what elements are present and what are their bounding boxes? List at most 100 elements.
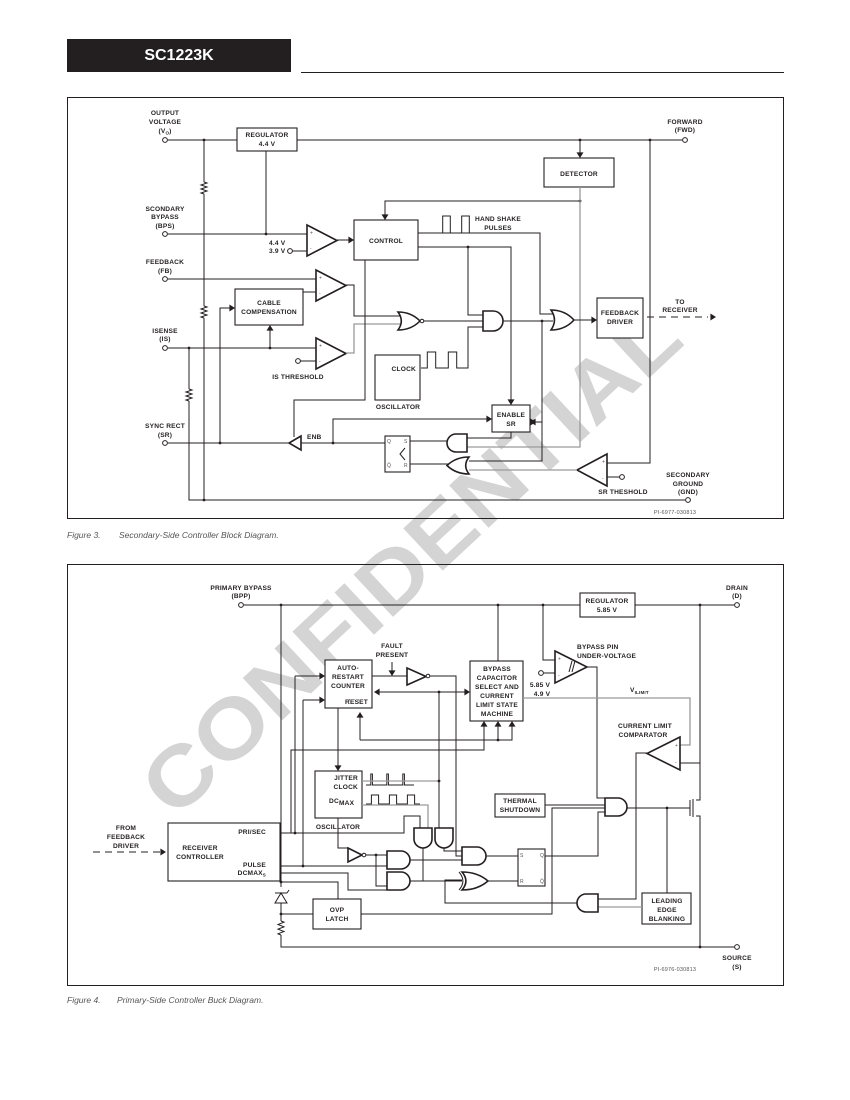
arrowhead-icon — [388, 670, 396, 676]
and-gate-icon — [386, 871, 411, 891]
inverter-icon — [406, 666, 428, 687]
minus-sign: - — [319, 359, 321, 365]
pin-terminal-icon — [619, 474, 625, 480]
minus-sign: - — [319, 291, 321, 297]
arrowhead-icon — [374, 688, 380, 696]
wire — [384, 200, 580, 220]
arrowhead-icon — [507, 399, 515, 405]
wire — [444, 879, 577, 904]
label-sync-rect: SYNC RECT — [145, 423, 185, 430]
resistor-icon — [199, 305, 209, 319]
label-primary-bypass: PRIMARY BYPASS — [210, 585, 272, 592]
arrowhead-icon — [356, 712, 364, 718]
part-id: PI-6977-030813 — [654, 510, 696, 516]
jitter-label: CLOCK — [334, 784, 358, 791]
pin-terminal-icon — [734, 602, 740, 608]
label-bypass: SCONDARY — [145, 206, 184, 213]
arrowhead-icon — [160, 848, 166, 856]
wire — [430, 675, 462, 857]
header-title-bar: SC1223K — [67, 39, 291, 72]
control-block — [353, 219, 419, 261]
pin-terminal-icon — [685, 497, 691, 503]
pin-terminal-icon — [162, 276, 168, 282]
cable-comp-label: COMPENSATION — [241, 309, 297, 316]
figure-3-labels: OUTPUT VOLTAGE (VO) REGULATOR 4.4 V FORW… — [145, 110, 710, 516]
wire — [467, 247, 483, 316]
regulator-label: REGULATOR — [586, 598, 629, 605]
plus-sign: + — [319, 343, 322, 349]
bypass-comparator-icon — [306, 223, 339, 258]
label-drain: (D) — [732, 593, 742, 600]
undervoltage-comparator-icon — [554, 649, 589, 685]
label-sec-ground: SECONDARY — [666, 472, 710, 479]
and-gate-icon — [413, 827, 433, 849]
inverter-bubble-icon — [425, 673, 431, 679]
oscillator-label: OSCILLATOR — [376, 404, 420, 411]
figure-3-caption: Secondary-Side Controller Block Diagram. — [119, 530, 279, 540]
pulse-waveform-icon — [366, 773, 414, 786]
arrowhead-icon — [266, 325, 274, 331]
wire — [486, 855, 518, 882]
and-gate-icon — [446, 433, 468, 453]
leading-edge-blanking-block — [641, 892, 692, 925]
wire — [467, 432, 512, 439]
wire — [366, 854, 387, 887]
feedback-driver-label: DRIVER — [607, 319, 633, 326]
label-feedback: FEEDBACK — [146, 259, 184, 266]
pin-terminal-icon — [682, 137, 688, 143]
pin-terminal-icon — [162, 137, 168, 143]
current-limit-comparator-icon — [645, 735, 681, 772]
reset-label: RESET — [345, 699, 368, 706]
wire — [332, 418, 492, 443]
thermal-label: THERMAL — [503, 798, 537, 805]
figure-3-number: Figure 3. — [67, 530, 101, 540]
auto-restart-label: AUTO- — [337, 665, 359, 672]
pin-terminal-icon — [295, 358, 301, 364]
oscillator-block — [374, 354, 421, 401]
handshake-label: PULSES — [484, 225, 512, 232]
clock-label: CLOCK — [392, 366, 416, 373]
sr-comparator-icon — [575, 452, 608, 488]
feedback-comparator-icon — [315, 268, 348, 303]
handshake-label: HAND SHAKE — [475, 216, 521, 223]
vilimit-label: VILIMIT — [630, 687, 649, 695]
label-primary-bypass: (BPP) — [232, 593, 251, 600]
label-feedback: (FB) — [158, 268, 172, 275]
clock-input-icon — [399, 447, 406, 461]
thermal-label: SHUTDOWN — [500, 807, 540, 814]
cable-compensation-block — [234, 288, 304, 326]
xor-gate-icon — [458, 871, 464, 891]
bypass-cap-label: CURRENT — [480, 693, 514, 700]
bypass-cap-label: LIMIT STATE — [476, 702, 518, 709]
arrowhead-icon — [508, 721, 516, 727]
regulator-block — [236, 127, 298, 152]
wire — [418, 232, 553, 315]
junction-dot — [374, 853, 378, 857]
label-output-voltage: OUTPUT — [151, 110, 179, 117]
label-sec-ground: GROUND — [673, 481, 704, 488]
pulse-waveform-icon — [366, 794, 420, 805]
inverter-bubble-icon — [419, 318, 425, 324]
pin-terminal-icon — [238, 602, 244, 608]
zener-diode-icon — [274, 889, 290, 904]
junction-dot — [202, 498, 206, 502]
label-bypass: BYPASS — [151, 214, 179, 221]
resistor-icon — [276, 920, 286, 936]
minus-sign: - — [310, 246, 312, 252]
hysteresis-icon — [568, 660, 576, 673]
feedback-driver-block — [596, 297, 644, 339]
dcmax-label: DCMAX — [329, 798, 355, 807]
plus-sign: + — [319, 275, 322, 281]
plus-sign: + — [602, 460, 605, 466]
label-source: SOURCE — [722, 955, 752, 962]
leb-label: LEADING — [651, 898, 682, 905]
arrowhead-icon — [334, 765, 342, 771]
arrowhead-icon — [464, 688, 470, 696]
flip-flop-block — [517, 848, 546, 887]
label-sync-rect: (SR) — [158, 432, 172, 439]
arrowhead-icon — [229, 304, 235, 312]
regulator-voltage: 4.4 V — [259, 141, 276, 148]
bypass-cap-label: SELECT AND — [475, 684, 519, 691]
wire — [281, 881, 339, 899]
header-rule — [301, 72, 784, 73]
